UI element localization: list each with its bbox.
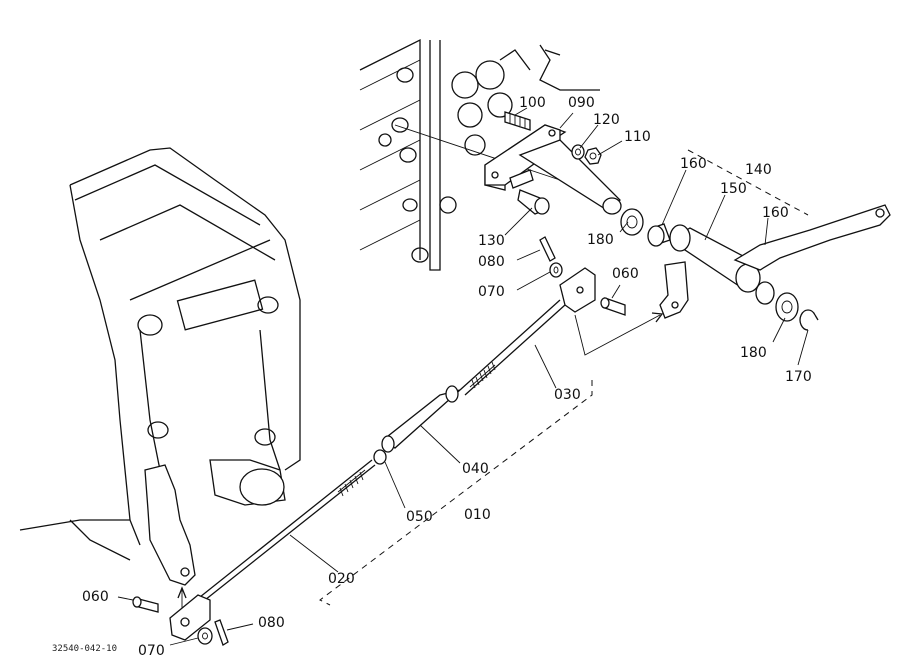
label-130: 130 [478,233,505,249]
label-100: 100 [519,95,546,111]
label-030: 030 [554,387,581,403]
label-080-lower: 080 [258,615,285,631]
label-080-upper: 080 [478,254,505,270]
label-170: 170 [785,369,812,385]
label-180-upper: 180 [587,232,614,248]
label-050: 050 [406,509,433,525]
label-060-upper: 060 [612,266,639,282]
washer-180-lower [775,292,799,322]
cotter-pin-080-upper [539,236,556,262]
rod-020 [199,459,376,601]
label-160-right: 160 [762,205,789,221]
transmission-housing [19,147,301,561]
label-110: 110 [624,129,651,145]
assembly-outlines [319,149,809,606]
bolt-100 [504,111,531,131]
reference-code: 32540-042-10 [52,644,117,654]
label-060-lower: 060 [82,589,109,605]
bolt-130 [517,189,550,215]
lever-arm-140 [659,204,891,319]
label-120: 120 [593,112,620,128]
nut-110 [584,147,602,165]
clevis-lower [169,594,211,641]
label-070-upper: 070 [478,284,505,300]
pin-060-upper [600,297,626,316]
label-090: 090 [568,95,595,111]
leader-lines [117,107,809,646]
label-040: 040 [462,461,489,477]
snap-ring-170 [799,309,819,331]
washer-070-lower [197,627,213,645]
label-150: 150 [720,181,747,197]
label-010: 010 [464,507,491,523]
bushing-160-right [755,281,775,305]
label-140: 140 [745,162,772,178]
label-160-left: 160 [680,156,707,172]
washer-070-upper [549,262,563,278]
label-180-lower: 180 [740,345,767,361]
nut-050 [373,449,387,465]
engine-block [359,38,600,271]
label-020: 020 [328,571,355,587]
washer-180-upper [620,208,644,236]
connection-arrows [574,312,664,356]
bushing-160-left [647,223,671,247]
washer-120 [571,144,585,160]
pin-060-lower [132,596,159,613]
lower-lever-arm [144,464,196,610]
rod-030 [459,299,566,396]
label-070-lower: 070 [138,643,165,659]
turnbuckle-040 [381,385,461,453]
cotter-pin-080-lower [214,619,229,646]
bracket-plate-090 [484,124,622,215]
